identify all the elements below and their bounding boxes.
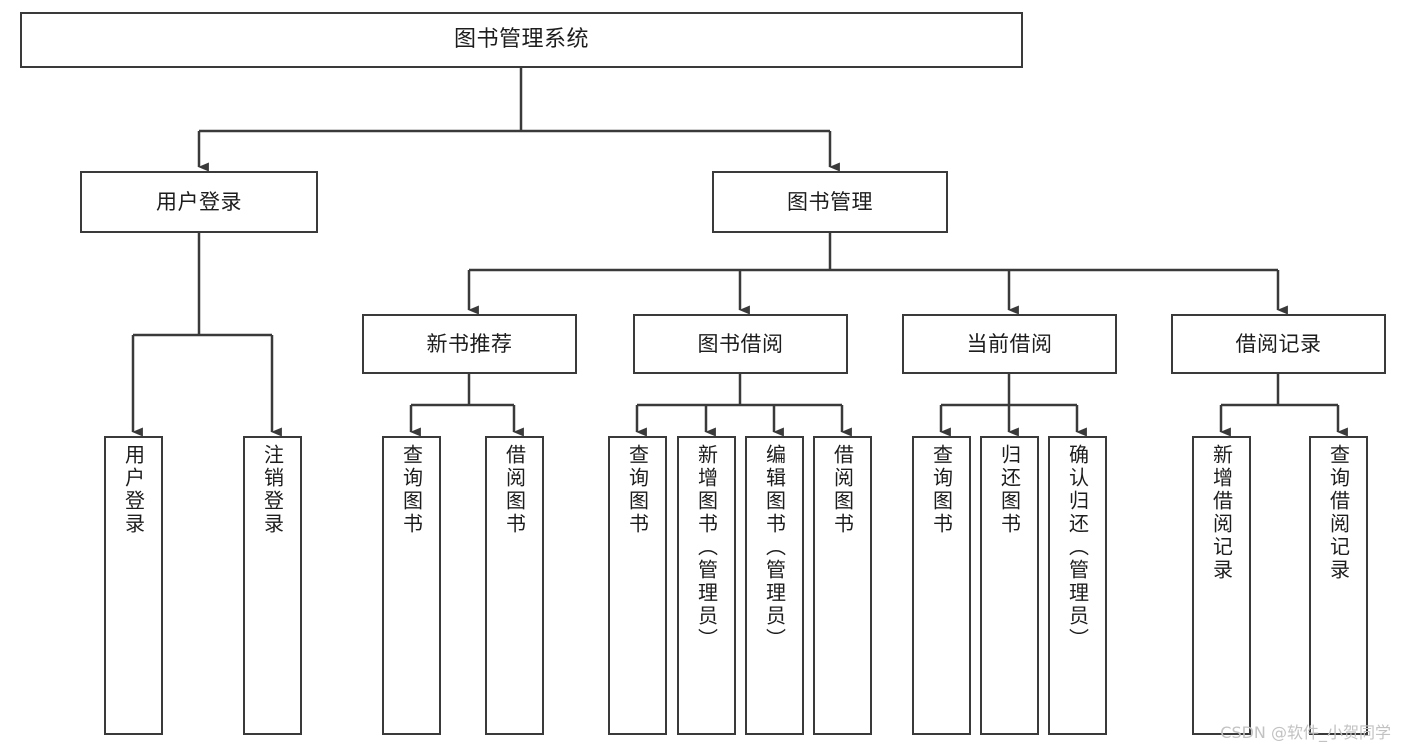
node-leaf-borrow-book-label: 借阅图书 [830, 444, 855, 536]
node-new-book-rec[interactable]: 新书推荐 [362, 314, 577, 374]
node-leaf-query-record[interactable]: 查询借阅记录 [1309, 436, 1368, 735]
node-leaf-user-logout[interactable]: 注销登录 [243, 436, 302, 735]
node-current-borrow[interactable]: 当前借阅 [902, 314, 1117, 374]
node-leaf-query-book-rec-label: 查询图书 [399, 444, 424, 536]
node-leaf-add-book-label: 新增图书（管理员） [694, 444, 719, 651]
node-new-book-rec-label: 新书推荐 [426, 331, 513, 356]
node-user-login[interactable]: 用户登录 [80, 171, 318, 233]
node-leaf-borrow-book-rec[interactable]: 借阅图书 [485, 436, 544, 735]
node-leaf-return-book[interactable]: 归还图书 [980, 436, 1039, 735]
node-root-label: 图书管理系统 [453, 27, 589, 53]
node-leaf-return-book-label: 归还图书 [997, 444, 1022, 536]
node-leaf-query-book-bor[interactable]: 查询图书 [608, 436, 667, 735]
watermark: CSDN @软件_小贺同学 [1220, 723, 1391, 742]
node-leaf-confirm-return-label: 确认归还（管理员） [1065, 444, 1090, 651]
node-leaf-borrow-book[interactable]: 借阅图书 [813, 436, 872, 735]
node-book-borrow[interactable]: 图书借阅 [633, 314, 848, 374]
node-borrow-record[interactable]: 借阅记录 [1171, 314, 1386, 374]
node-leaf-query-book-cur[interactable]: 查询图书 [912, 436, 971, 735]
node-leaf-query-book-rec[interactable]: 查询图书 [382, 436, 441, 735]
node-leaf-query-book-bor-label: 查询图书 [625, 444, 650, 536]
node-leaf-add-record-label: 新增借阅记录 [1209, 444, 1234, 582]
node-leaf-borrow-book-rec-label: 借阅图书 [502, 444, 527, 536]
node-borrow-record-label: 借阅记录 [1235, 331, 1322, 356]
node-book-manage[interactable]: 图书管理 [712, 171, 948, 233]
node-current-borrow-label: 当前借阅 [966, 331, 1053, 356]
node-leaf-add-record[interactable]: 新增借阅记录 [1192, 436, 1251, 735]
node-leaf-user-login[interactable]: 用户登录 [104, 436, 163, 735]
node-leaf-user-logout-label: 注销登录 [260, 444, 285, 536]
node-leaf-query-record-label: 查询借阅记录 [1326, 444, 1351, 582]
node-book-borrow-label: 图书借阅 [697, 331, 784, 356]
node-book-manage-label: 图书管理 [787, 189, 873, 214]
node-leaf-edit-book[interactable]: 编辑图书（管理员） [745, 436, 804, 735]
node-leaf-query-book-cur-label: 查询图书 [929, 444, 954, 536]
node-user-login-label: 用户登录 [156, 189, 242, 214]
node-leaf-confirm-return[interactable]: 确认归还（管理员） [1048, 436, 1107, 735]
node-root[interactable]: 图书管理系统 [20, 12, 1023, 68]
node-leaf-user-login-label: 用户登录 [121, 444, 146, 536]
node-leaf-edit-book-label: 编辑图书（管理员） [762, 444, 787, 651]
node-leaf-add-book[interactable]: 新增图书（管理员） [677, 436, 736, 735]
